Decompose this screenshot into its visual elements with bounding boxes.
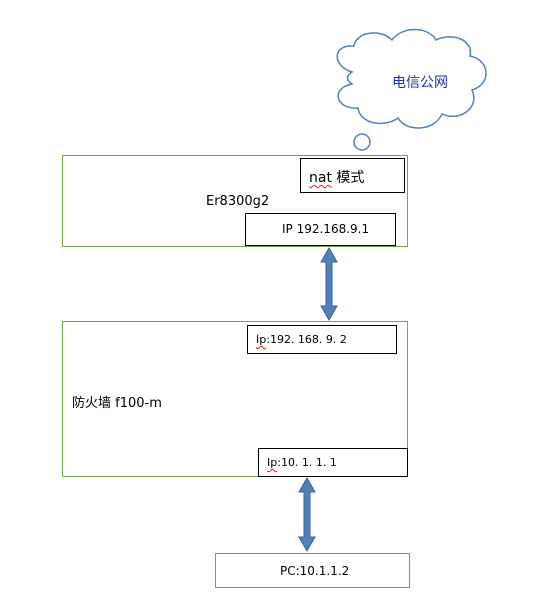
cloud-label: 电信公网 bbox=[392, 75, 448, 91]
pc-box: PC:10.1.1.2 bbox=[215, 553, 410, 588]
router-name: Er8300g2 bbox=[206, 194, 270, 209]
firewall-ip-upper-value: :192. 168. 9. 2 bbox=[266, 333, 347, 346]
router-ip-box: IP 192.168.9.1 bbox=[245, 213, 396, 246]
arrow-router-firewall bbox=[320, 246, 338, 322]
router-mode-word: nat bbox=[309, 170, 332, 186]
firewall-name: 防火墙 f100-m bbox=[72, 396, 162, 411]
pc-label: PC:10.1.1.2 bbox=[280, 564, 350, 578]
router-ip-label: IP 192.168.9.1 bbox=[282, 222, 370, 236]
firewall-ip-lower-prefix: Ip bbox=[267, 456, 278, 469]
firewall-ip-lower-label: Ip:10. 1. 1. 1 bbox=[267, 456, 337, 469]
firewall-ip-upper-label: Ip:192. 168. 9. 2 bbox=[256, 333, 347, 346]
router-mode-label: nat 模式 bbox=[309, 167, 364, 187]
firewall-ip-lower-box: Ip:10. 1. 1. 1 bbox=[258, 448, 408, 477]
arrow-firewall-pc bbox=[298, 476, 316, 553]
router-mode-box: nat 模式 bbox=[300, 158, 405, 193]
firewall-ip-upper-prefix: Ip bbox=[256, 333, 267, 346]
router-mode-rest: 模式 bbox=[331, 170, 365, 186]
firewall-ip-upper-box: Ip:192. 168. 9. 2 bbox=[247, 325, 397, 354]
cloud-tail-bubble bbox=[353, 133, 371, 151]
cloud-shape bbox=[336, 28, 487, 129]
firewall-ip-lower-value: :10. 1. 1. 1 bbox=[277, 456, 337, 469]
